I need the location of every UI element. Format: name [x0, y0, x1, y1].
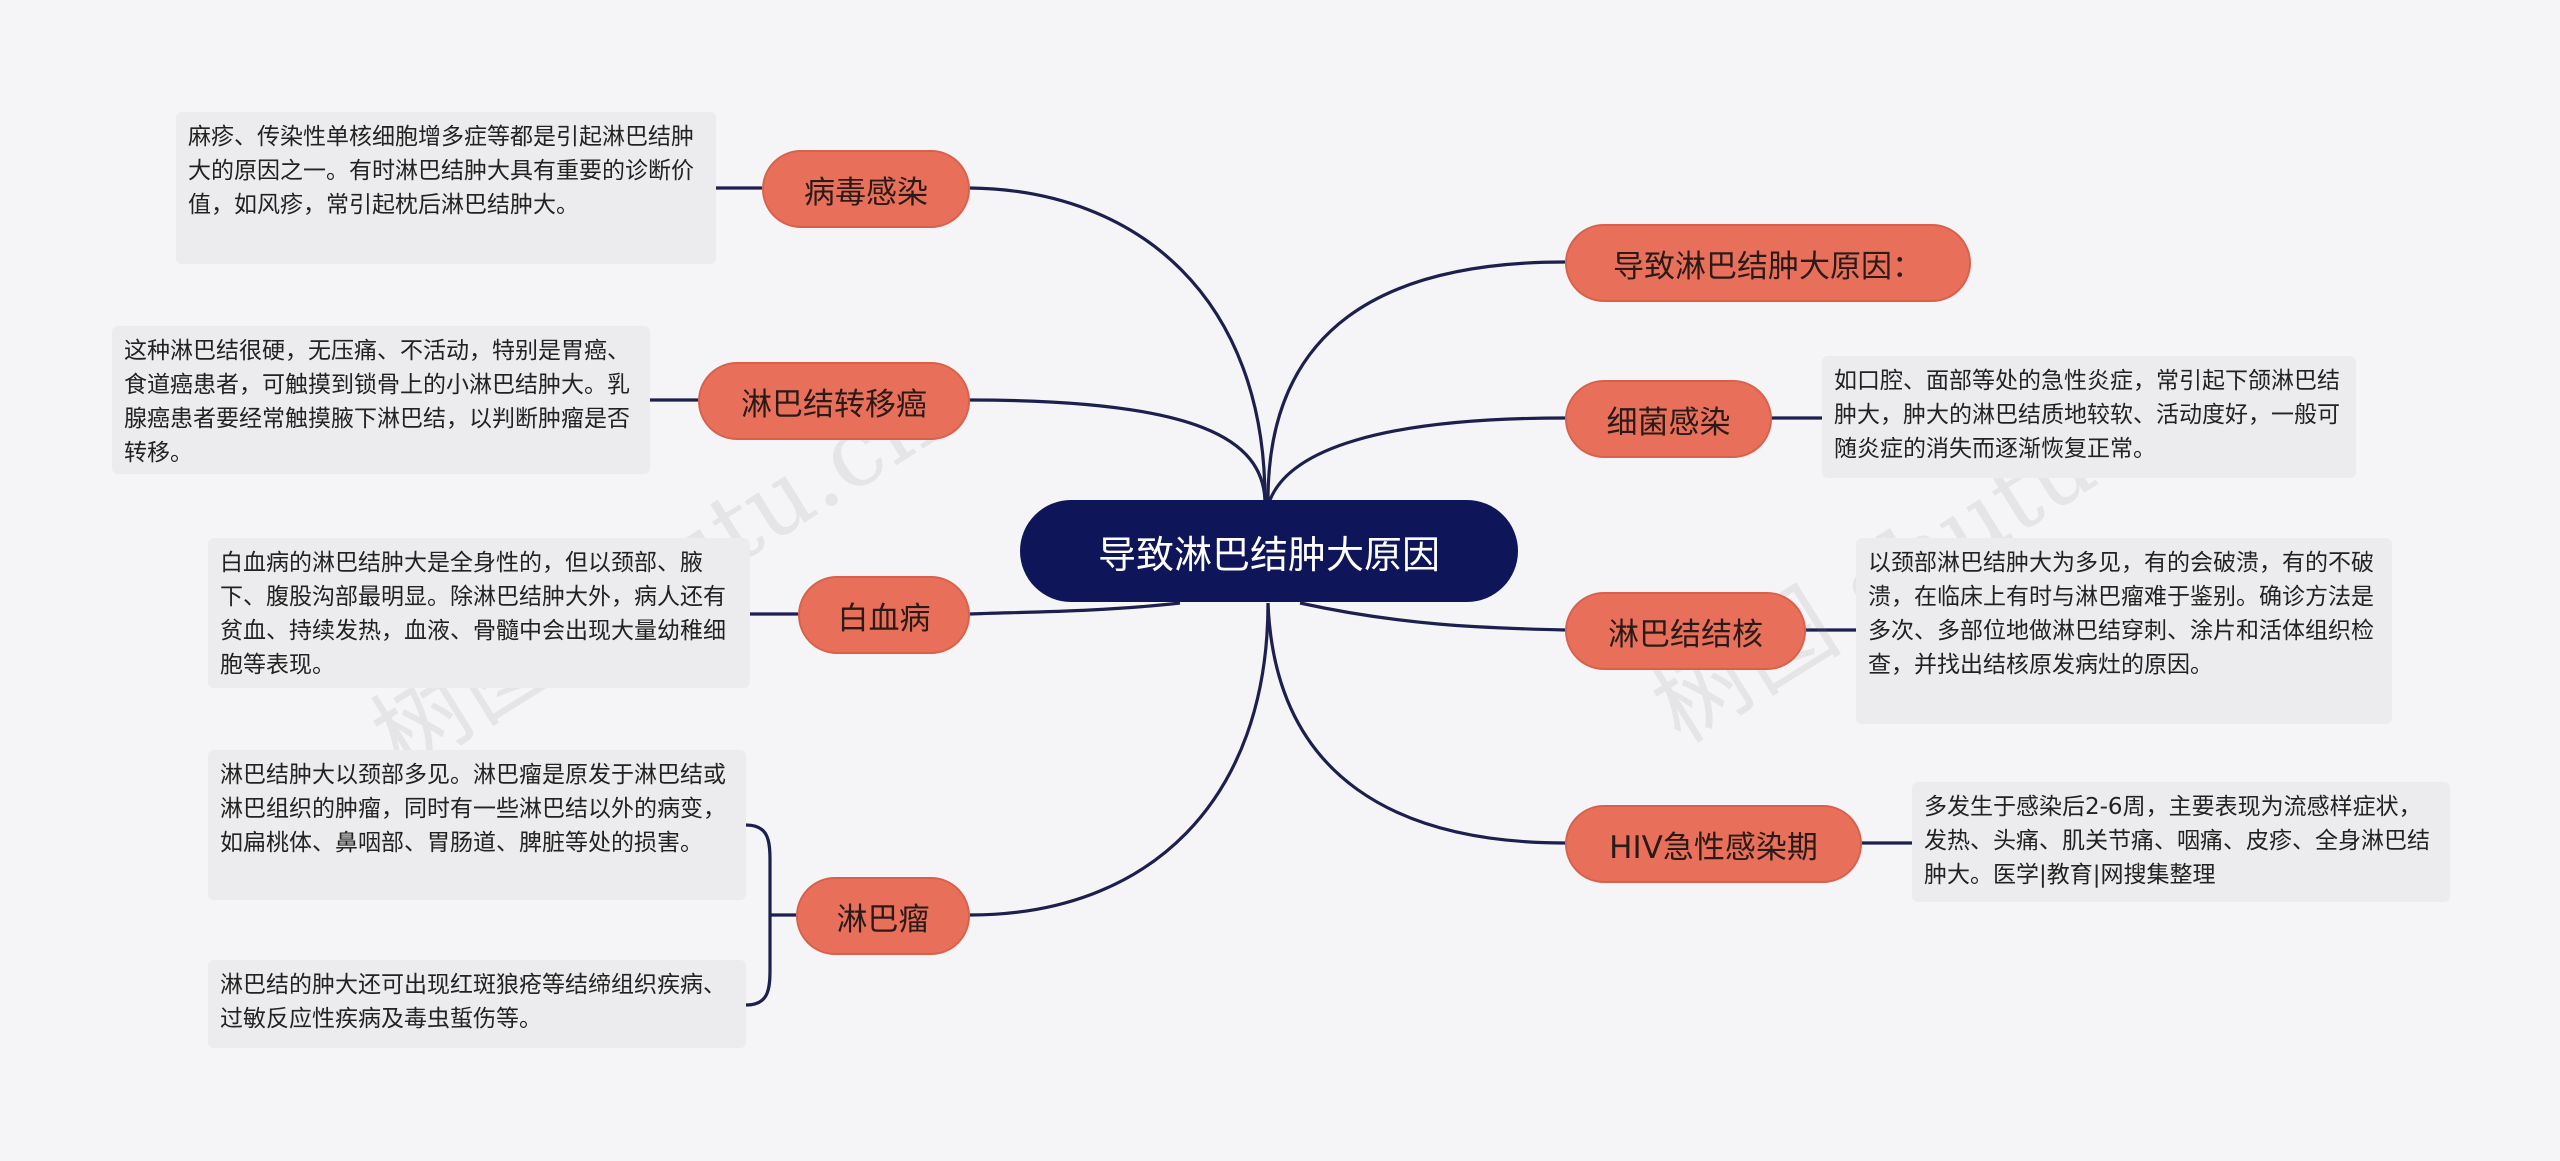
- topic-lymphoma[interactable]: 淋巴瘤: [796, 877, 970, 955]
- topic-virus-infection[interactable]: 病毒感染: [762, 150, 970, 228]
- topic-leukemia[interactable]: 白血病: [798, 576, 970, 654]
- edge-lymphoma: [969, 602, 1270, 917]
- edge-virus: [969, 186, 1267, 501]
- topic-causes-header[interactable]: 导致淋巴结肿大原因：: [1565, 224, 1971, 302]
- note-lymph-metastasis: 这种淋巴结很硬，无压痛、不活动，特别是胃癌、食道癌患者，可触摸到锁骨上的小淋巴结…: [112, 326, 650, 474]
- edge-tuberculosis: [1299, 601, 1566, 632]
- note-bacterial-infection: 如口腔、面部等处的急性炎症，常引起下颌淋巴结肿大，肿大的淋巴结质地较软、活动度好…: [1822, 356, 2356, 478]
- topic-lymph-tuberculosis[interactable]: 淋巴结结核: [1565, 592, 1806, 670]
- edge-bacterial: [1268, 416, 1566, 501]
- edge-hiv: [1266, 602, 1566, 845]
- note-virus-infection: 麻疹、传染性单核细胞增多症等都是引起淋巴结肿大的原因之一。有时淋巴结肿大具有重要…: [176, 112, 716, 264]
- edge-note-lymphoma-bracket: [745, 823, 796, 1007]
- topic-bacterial-infection[interactable]: 细菌感染: [1565, 380, 1772, 458]
- note-lymph-tuberculosis: 以颈部淋巴结肿大为多见，有的会破溃，有的不破溃，在临床上有时与淋巴瘤难于鉴别。确…: [1856, 538, 2392, 724]
- center-topic[interactable]: 导致淋巴结肿大原因: [1020, 500, 1518, 602]
- topic-lymph-metastasis[interactable]: 淋巴结转移癌: [698, 362, 970, 440]
- note-lymphoma-other: 淋巴结的肿大还可出现红斑狼疮等结缔组织疾病、过敏反应性疾病及毒虫蜇伤等。: [208, 960, 746, 1048]
- topic-hiv-acute[interactable]: HIV急性感染期: [1565, 805, 1862, 883]
- note-leukemia: 白血病的淋巴结肿大是全身性的，但以颈部、腋下、腹股沟部最明显。除淋巴结肿大外，病…: [208, 538, 750, 688]
- edge-causes-header: [1266, 260, 1566, 501]
- edge-metastasis: [969, 398, 1267, 501]
- note-hiv-acute: 多发生于感染后2-6周，主要表现为流感样症状，发热、头痛、肌关节痛、咽痛、皮疹、…: [1912, 782, 2450, 902]
- note-lymphoma-primary: 淋巴结肿大以颈部多见。淋巴瘤是原发于淋巴结或淋巴组织的肿瘤，同时有一些淋巴结以外…: [208, 750, 746, 900]
- edge-leukemia: [969, 601, 1181, 616]
